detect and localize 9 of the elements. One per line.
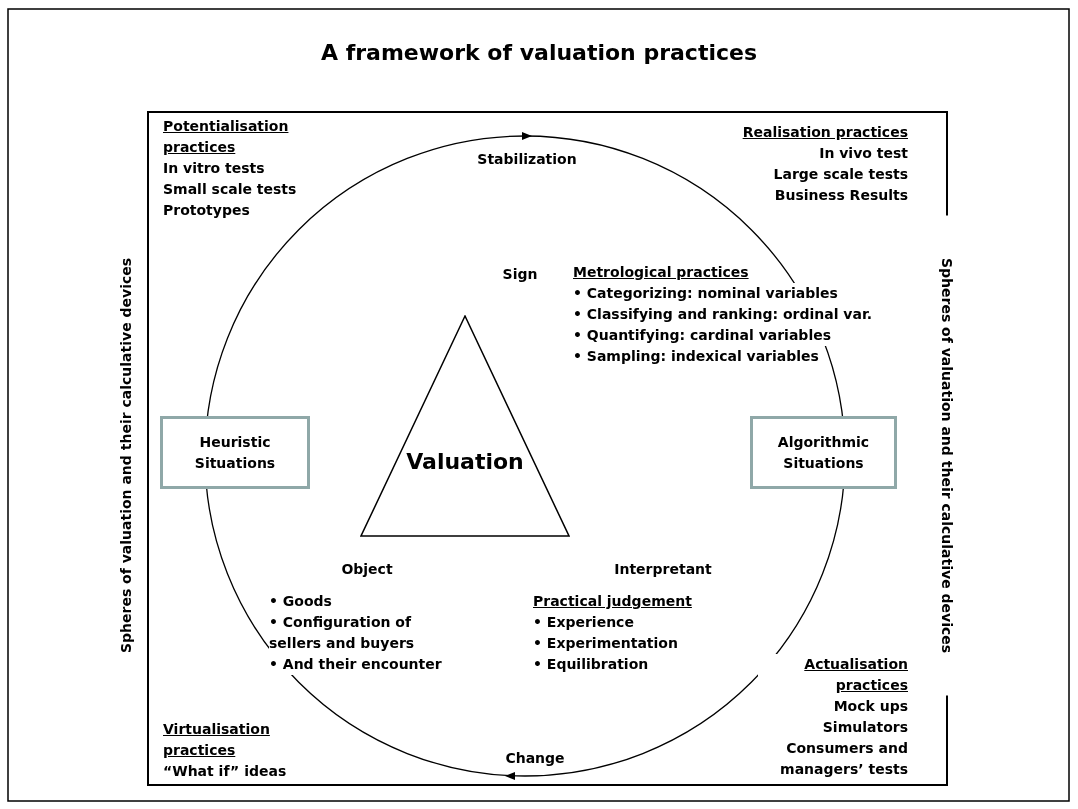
list-item: • Quantifying: cardinal variables xyxy=(573,325,831,346)
situation-box: Heuristic Situations xyxy=(160,416,310,489)
practice-heading: Actualisation practices xyxy=(758,654,908,696)
valuation-triangle: Valuation xyxy=(360,315,570,537)
diagram-title: A framework of valuation practices xyxy=(319,40,758,65)
list-item: • Classifying and ranking: ordinal var. xyxy=(573,304,873,325)
list-item: • And their encounter xyxy=(269,654,442,675)
situation-box: Algorithmic Situations xyxy=(750,416,897,489)
list-item: • Categorizing: nominal variables xyxy=(573,283,838,304)
